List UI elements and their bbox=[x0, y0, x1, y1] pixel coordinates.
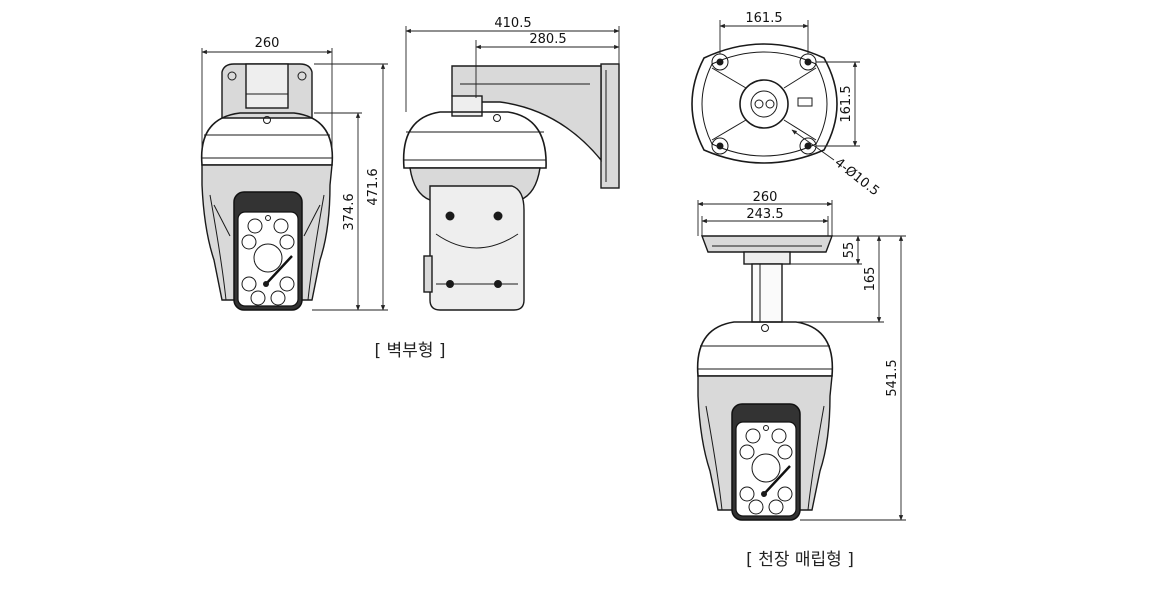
ceiling-top-width-label: 161.5 bbox=[745, 11, 782, 26]
ceiling-pole-height-label: 165 bbox=[863, 267, 878, 292]
wall-side-view bbox=[402, 63, 620, 311]
wall-total-height-label: 471.6 bbox=[366, 168, 381, 205]
ceiling-mount-caption: [ 천장 매립형 ] bbox=[746, 550, 854, 570]
ceiling-front-dimensions: 260 243.5 55 165 541.5 bbox=[697, 190, 906, 521]
ceiling-top-hole-label: 4-Ø10.5 bbox=[832, 155, 882, 199]
wall-side-bracket-depth-label: 280.5 bbox=[529, 32, 566, 47]
wall-front-view bbox=[200, 63, 334, 311]
wall-side-dimensions: 410.5 280.5 bbox=[405, 16, 620, 112]
wall-mount-caption: [ 벽부형 ] bbox=[375, 341, 446, 361]
ceiling-top-dimensions: 161.5 161.5 4-Ø10.5 bbox=[719, 11, 882, 199]
ceiling-top-view bbox=[691, 43, 838, 164]
wall-side-total-depth-label: 410.5 bbox=[494, 16, 531, 31]
wall-front-width-label: 260 bbox=[255, 36, 280, 51]
ceiling-top-height-label: 161.5 bbox=[839, 85, 854, 122]
ceiling-base-height-label: 55 bbox=[842, 242, 857, 259]
wall-front-dimensions: 260 374.6 471.6 bbox=[201, 36, 388, 311]
ceiling-total-height-label: 541.5 bbox=[885, 359, 900, 396]
ceiling-front-view bbox=[696, 235, 834, 521]
wall-dome-height-label: 374.6 bbox=[342, 193, 357, 230]
ceiling-outer-width-label: 260 bbox=[753, 190, 778, 205]
ceiling-inner-width-label: 243.5 bbox=[746, 207, 783, 222]
